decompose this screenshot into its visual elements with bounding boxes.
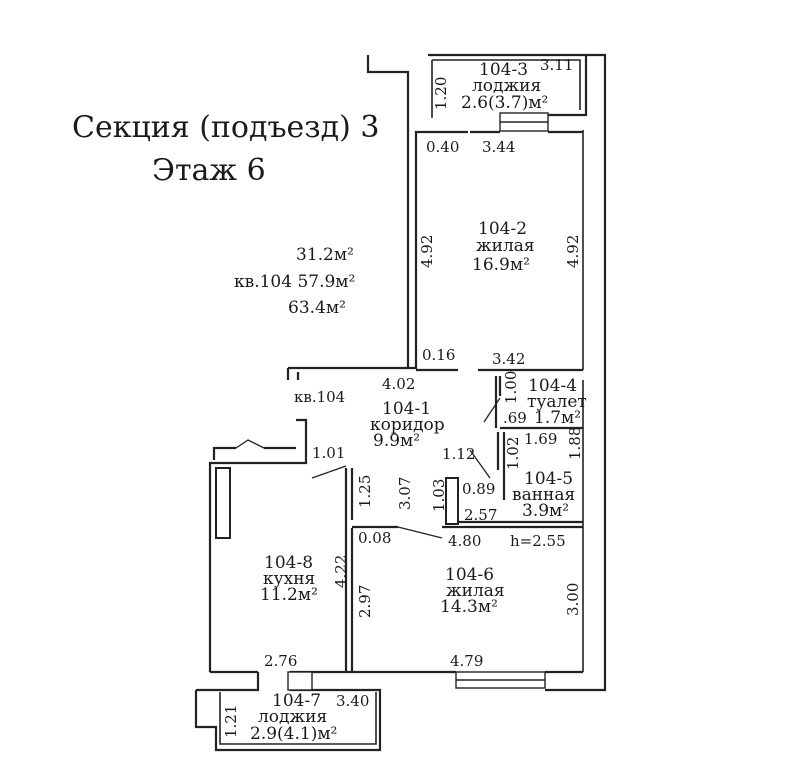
dimensions: 3.11 1.20 0.40 3.44 4.92 4.92 0.16 3.42 … <box>222 56 584 738</box>
dim-label: 4.92 <box>564 235 582 268</box>
room-104-3: 104-3 лоджия 2.6(3.7)м² <box>461 60 548 113</box>
dim-label: 0.08 <box>358 529 391 547</box>
room-name: жилая <box>476 236 535 256</box>
room-id: 104-1 <box>382 399 431 419</box>
apartment-area: кв.104 57.9м² <box>234 272 355 292</box>
dim-label: 4.79 <box>450 652 483 670</box>
loggia-7-wall <box>194 688 382 752</box>
room-104-5: 104-5 ванная 3.9м² <box>512 469 575 521</box>
living-area: 31.2м² <box>296 245 354 265</box>
dim-label: 1.01 <box>312 444 345 462</box>
room-104-4: 104-4 туалет 1.7м² <box>527 376 587 428</box>
dim-label: 0.16 <box>422 346 455 364</box>
room-104-1: 104-1 коридор 9.9м² <box>370 399 445 451</box>
dim-label: 2.97 <box>356 585 374 618</box>
room-area: 14.3м² <box>440 597 498 617</box>
room-area: 11.2м² <box>260 585 318 605</box>
room-104-6: 104-6 жилая 14.3м² <box>440 565 505 617</box>
room-104-8: 104-8 кухня 11.2м² <box>260 553 318 605</box>
section-title: Секция (подъезд) 3 <box>72 110 379 145</box>
total-area: 63.4м² <box>288 298 346 318</box>
living-6-door <box>397 526 443 539</box>
dim-label: 2.57 <box>464 506 497 524</box>
kitchen-door <box>311 465 347 479</box>
dim-label: 1.25 <box>356 475 374 508</box>
loggia-7-window <box>287 671 313 691</box>
bath-door <box>469 449 491 479</box>
dim-label: 1.88 <box>566 427 584 460</box>
apartment-entry-label: кв.104 <box>294 388 345 406</box>
dim-label: 0.40 <box>426 138 459 156</box>
room-name: туалет <box>527 392 587 412</box>
room-104-2: 104-2 жилая 16.9м² <box>472 219 535 275</box>
room-name: лоджия <box>472 76 541 96</box>
dim-label: 0.89 <box>462 480 495 498</box>
room-name: коридор <box>370 415 445 435</box>
bath-left-wall <box>496 432 506 500</box>
height-label: h=2.55 <box>510 532 566 550</box>
dim-label: 3.00 <box>564 583 582 616</box>
toilet-door <box>483 397 501 423</box>
outer-wall-right <box>545 53 607 692</box>
dim-label: 3.40 <box>336 692 369 710</box>
kitchen-top-wall <box>212 446 296 460</box>
kitchen-door-arc <box>235 439 265 449</box>
room-id: 104-6 <box>445 565 494 585</box>
room-id: 104-3 <box>479 60 528 80</box>
dim-label: 1.03 <box>430 479 448 512</box>
dim-label: 1.12 <box>442 445 475 463</box>
partition-kitchen-living <box>344 468 354 672</box>
room-id: 104-2 <box>478 219 527 239</box>
outer-wall-upper-left <box>366 55 468 370</box>
loggia-7-inner <box>219 692 377 745</box>
room-area: 3.9м² <box>522 501 569 521</box>
room-id: 104-5 <box>524 469 573 489</box>
room-name: ванная <box>512 485 575 505</box>
room-name: жилая <box>446 581 505 601</box>
room-104-7: 104-7 лоджия 2.9(4.1)м² <box>250 691 337 744</box>
dim-label: .69 <box>503 409 527 427</box>
dim-label: 4.02 <box>382 375 415 393</box>
dim-label: 4.92 <box>418 235 436 268</box>
dim-label: 2.76 <box>264 652 297 670</box>
walls <box>194 53 607 752</box>
dim-label: 3.07 <box>396 477 414 510</box>
room-area: 2.6(3.7)м² <box>461 93 548 113</box>
dim-label: 1.02 <box>504 437 522 470</box>
dim-label: 1.20 <box>432 77 450 110</box>
room-area: 16.9м² <box>472 255 530 275</box>
dim-label: 4.80 <box>448 532 481 550</box>
loggia-inner-wall <box>431 59 581 118</box>
loggia-top-wall <box>428 53 588 117</box>
room-area: 1.7м² <box>534 408 581 428</box>
toilet-left-wall <box>494 376 502 428</box>
room-id: 104-4 <box>528 376 577 396</box>
entry-wall <box>208 418 308 672</box>
room-name: лоджия <box>258 707 327 727</box>
room-id: 104-7 <box>272 691 321 711</box>
room-name: кухня <box>263 569 315 589</box>
loggia-7-left <box>196 672 260 692</box>
floor-title: Этаж 6 <box>152 153 266 188</box>
dim-label: 3.11 <box>540 56 573 74</box>
corridor-top-wall <box>286 366 408 380</box>
dim-label: 3.44 <box>482 138 515 156</box>
room-id: 104-8 <box>264 553 313 573</box>
kitchen-window-left <box>215 467 231 539</box>
dim-label: 1.21 <box>222 705 240 738</box>
dim-label: 3.42 <box>492 350 525 368</box>
bath-box <box>445 477 459 525</box>
dim-label: 1.69 <box>524 430 557 448</box>
room-area: 9.9м² <box>373 431 420 451</box>
dim-label: 1.00 <box>502 371 520 404</box>
room-area: 2.9(4.1)м² <box>250 724 337 744</box>
dim-label: 4.22 <box>332 555 350 588</box>
